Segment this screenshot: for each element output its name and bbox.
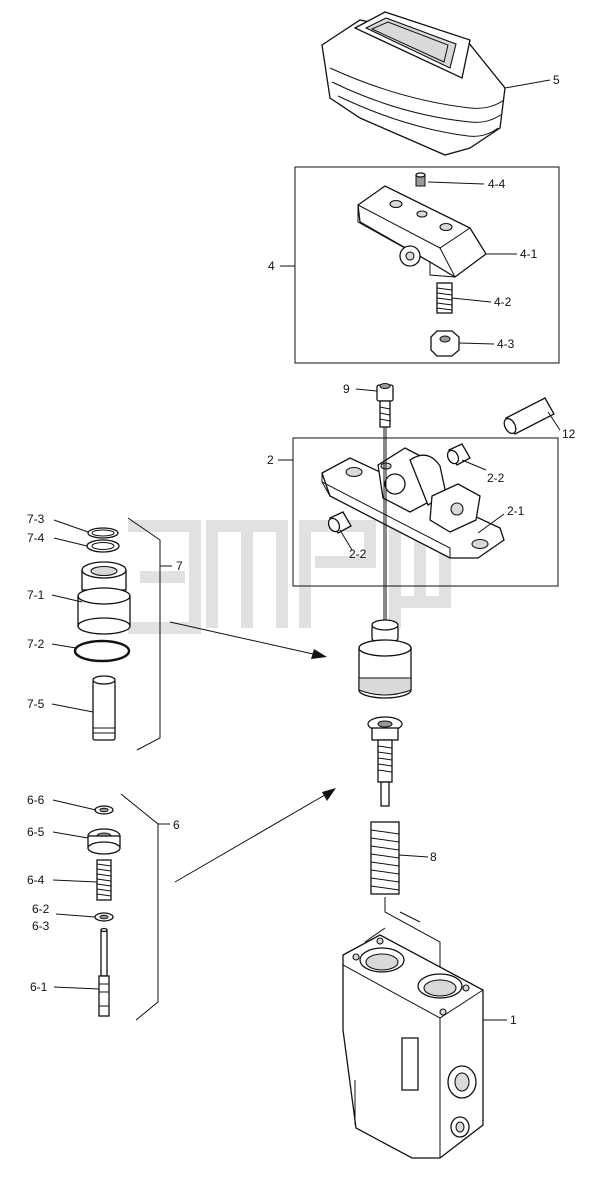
label-part-2-2-lower: 2-2 [349, 547, 367, 561]
spring-part-8 [370, 821, 400, 895]
bushing-part-2-2-upper [446, 443, 471, 466]
boot-part-5 [321, 11, 506, 156]
spool-assembly-part-6-right [367, 716, 403, 807]
threaded-bolt-part-4-2 [436, 282, 453, 314]
arrow-group-7-to-body [169, 621, 327, 659]
label-part-7-1: 7-1 [27, 588, 45, 602]
label-part-9: 9 [343, 382, 350, 396]
bracket-group-7 [127, 517, 161, 751]
plug-part-7-1 [77, 561, 131, 635]
hex-nut-part-4-3 [430, 330, 460, 357]
frame-assembly-4 [294, 166, 560, 364]
spool-part-6-1 [98, 927, 110, 1017]
valve-body-part-1 [342, 934, 484, 1159]
setscrew-part-4-4 [415, 172, 426, 187]
label-part-1: 1 [510, 1013, 517, 1027]
rod-center-line [383, 427, 387, 622]
label-part-12: 12 [562, 427, 576, 441]
label-part-4: 4 [268, 259, 275, 273]
label-part-2: 2 [267, 453, 274, 467]
pin-part-12 [503, 397, 555, 435]
label-part-6-3: 6-3 [32, 919, 50, 933]
assembly-guide-lines [364, 897, 441, 972]
label-part-6-1: 6-1 [30, 980, 48, 994]
label-part-7-4: 7-4 [27, 531, 45, 545]
label-part-6-2: 6-2 [32, 902, 50, 916]
snap-ring-part-7-3 [87, 527, 119, 539]
part-labels: 5 4-4 4 4-1 4-2 4-3 9 12 2 2-2 2-1 2-2 8… [27, 73, 576, 1027]
spring-seat-part-6-5 [87, 828, 121, 855]
label-part-7-5: 7-5 [27, 697, 45, 711]
label-part-4-3: 4-3 [497, 337, 515, 351]
washer-part-6-2 [94, 912, 114, 922]
label-part-6-5: 6-5 [27, 825, 45, 839]
label-part-4-4: 4-4 [488, 177, 506, 191]
label-part-7: 7 [176, 559, 183, 573]
plug-assembly-part-7-right [358, 619, 412, 699]
plate-part-4-1 [357, 185, 487, 278]
watermark: TM [128, 516, 451, 634]
label-part-6-6: 6-6 [27, 793, 45, 807]
leader-lines [51, 79, 561, 1021]
sleeve-part-7-5 [92, 675, 116, 741]
plate-part-2-1 [321, 447, 505, 559]
snap-ring-part-6-6 [94, 805, 114, 815]
label-part-4-1: 4-1 [520, 247, 538, 261]
label-part-2-1: 2-1 [507, 504, 525, 518]
label-part-4-2: 4-2 [494, 295, 512, 309]
label-part-6-4: 6-4 [27, 873, 45, 887]
o-ring-part-7-2 [73, 639, 131, 663]
bushing-part-2-2-lower [327, 511, 352, 534]
spring-part-6-4 [96, 859, 112, 901]
label-part-7-3: 7-3 [27, 512, 45, 526]
frame-assembly-2 [292, 437, 559, 587]
label-part-2-2-upper: 2-2 [487, 471, 505, 485]
cap-screw-part-9 [376, 383, 394, 428]
label-part-5: 5 [553, 73, 560, 87]
label-part-7-2: 7-2 [27, 637, 45, 651]
washer-part-7-4 [86, 539, 120, 553]
bracket-group-6 [120, 793, 159, 1021]
label-part-6: 6 [173, 818, 180, 832]
arrow-group-6-to-body [174, 788, 336, 883]
label-part-8: 8 [430, 850, 437, 864]
